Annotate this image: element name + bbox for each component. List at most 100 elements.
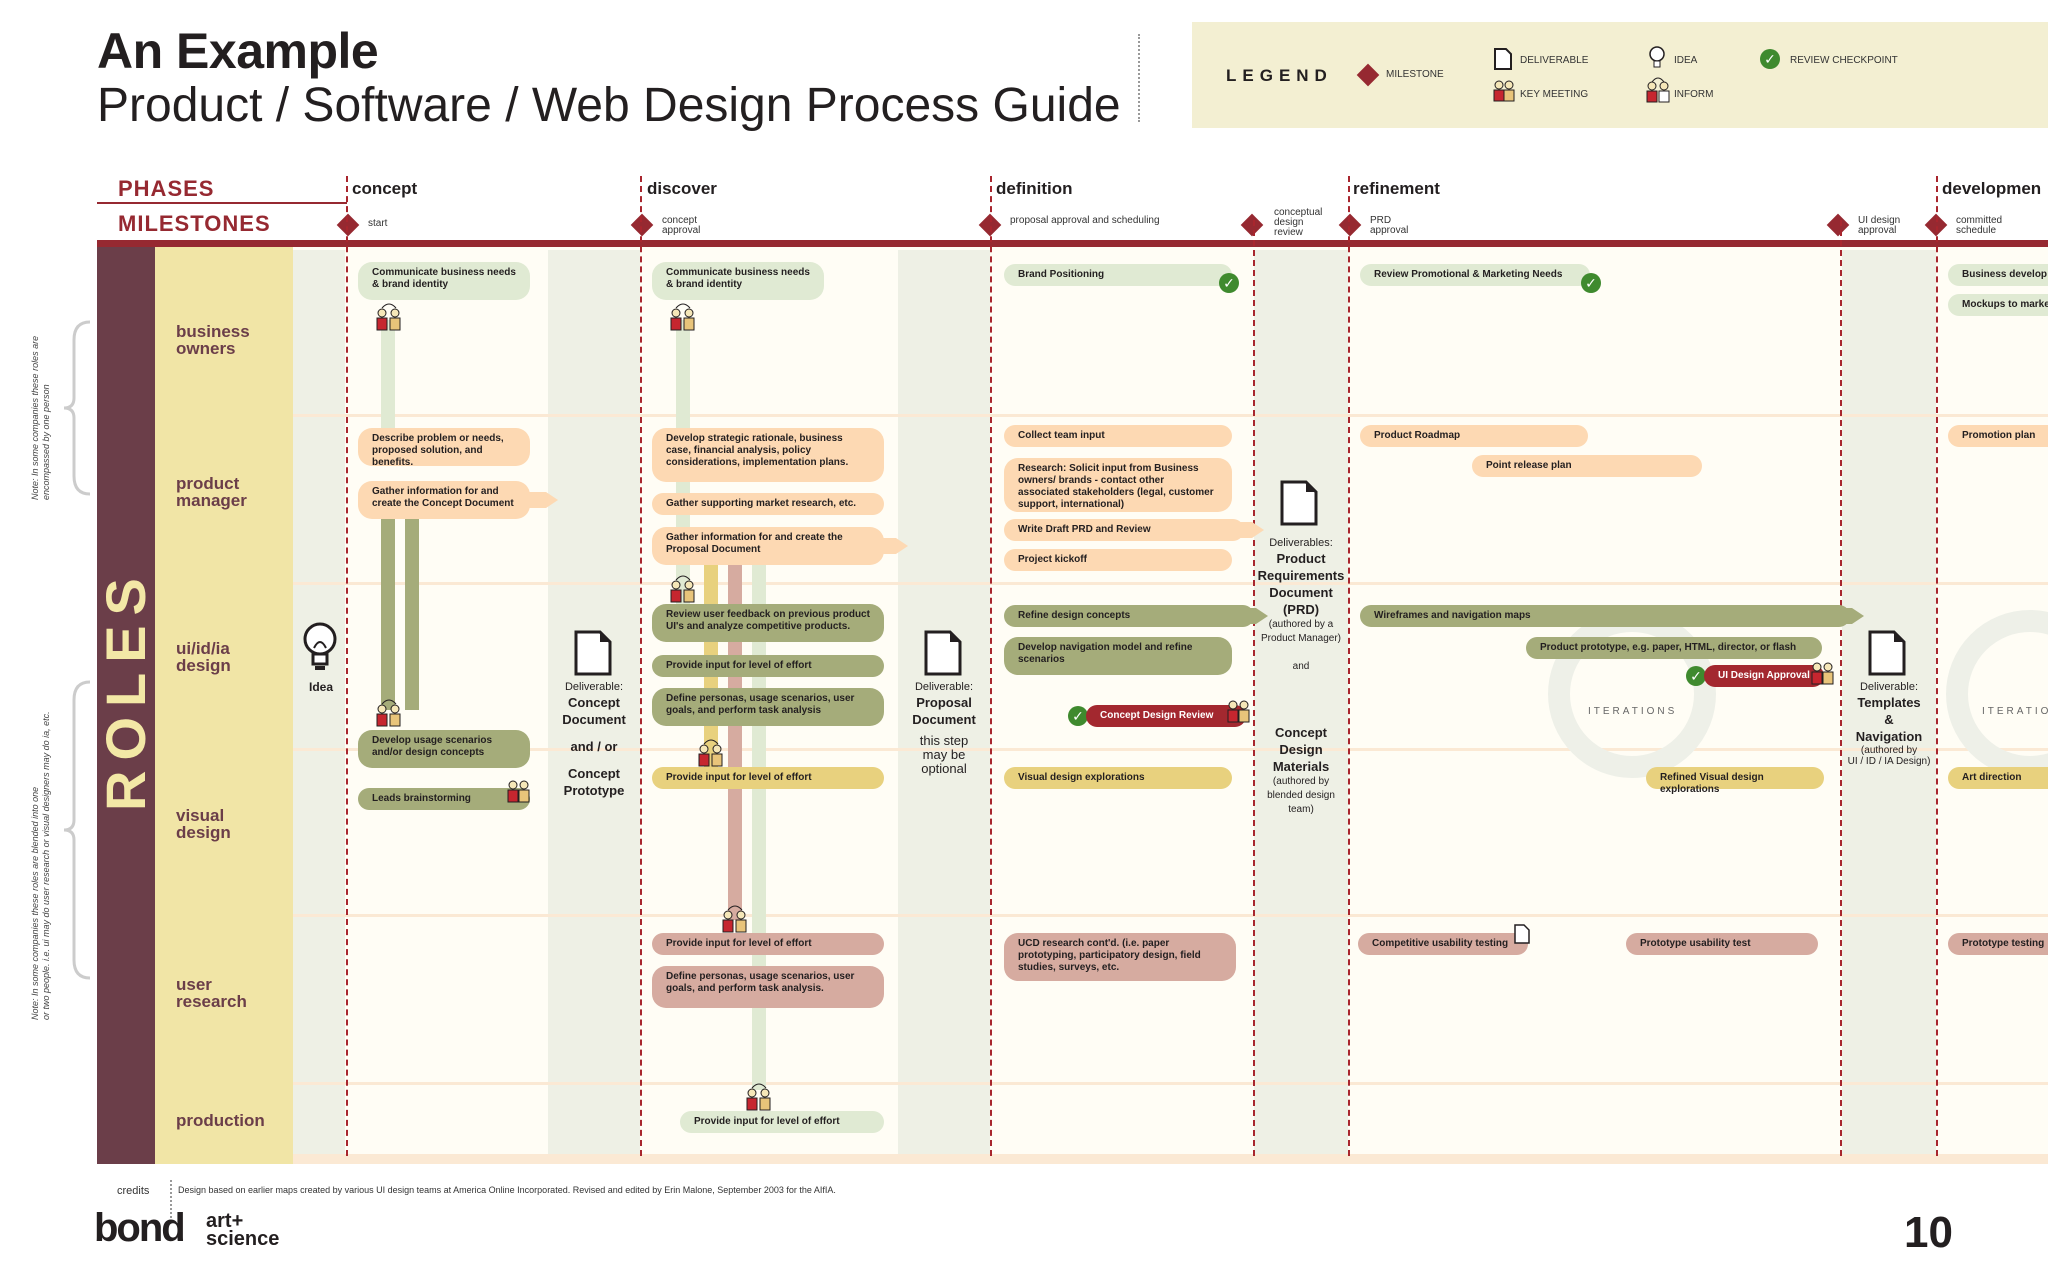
milestone-proposal: proposal approval and scheduling [1010,215,1160,226]
task-def-draft-prd: Write Draft PRD and Review [1004,519,1244,541]
brace-bottom [63,680,91,980]
task-ref-point-release: Point release plan [1472,455,1702,477]
task-ref-prototype-test: Prototype usability test [1626,933,1818,955]
milestone-prd-approval-icon [1338,213,1362,237]
review-checkpoint-legend-icon: ✓ [1760,49,1780,69]
milestone-bar [97,240,2048,247]
task-def-visual-explorations: Visual design explorations [1004,767,1232,789]
iterations-label-dev: ITERATIO [1982,706,2048,717]
deliverable-legend-icon [1494,48,1512,70]
lane-divider [155,1082,2048,1085]
task-ref-wireframes: Wireframes and navigation maps [1360,605,1850,627]
idea-lightbulb-icon [303,622,337,670]
arrow-icon [1238,522,1264,538]
task-dev-prototype-testing: Prototype testing [1948,933,2048,955]
phase-divider-definition [990,176,992,1156]
task-def-research: Research: Solicit input from Business ow… [1004,458,1232,512]
bottom-band [97,1154,2048,1164]
flow-bar [405,500,419,710]
inform-icon [670,575,695,603]
task-concept-business-needs: Communicate business needs & brand ident… [358,262,530,300]
phase-divider-refinement [1348,176,1350,1156]
task-concept-brainstorming: Leads brainstorming [358,788,530,810]
task-discover-proposal-doc: Gather information for and create the Pr… [652,527,884,565]
footer-divider [170,1180,172,1218]
roles-column [97,247,155,1164]
prd-document-icon [1280,480,1318,526]
phase-definition: definition [996,179,1073,198]
task-def-team-input: Collect team input [1004,425,1232,447]
concept-document-icon [574,630,612,676]
phase-divider-discover [640,176,642,1156]
task-discover-prod-effort: Provide input for level of effort [680,1111,884,1133]
page-number: 10 [1904,1208,1953,1257]
task-def-concept-design-review: Concept Design Review [1086,705,1246,727]
task-concept-usage-scenarios: Develop usage scenarios and/or design co… [358,730,530,768]
lane-divider [155,748,2048,751]
prd-deliverable-column [1254,250,1348,1154]
phase-divider-development [1936,176,1938,1156]
task-discover-market-research: Gather supporting market research, etc. [652,493,884,515]
review-checkpoint-icon: ✓ [1581,273,1601,293]
task-dev-mockups: Mockups to marke [1948,294,2048,316]
prd-deliverable: Deliverables: Product Requirements Docum… [1257,537,1345,815]
legend-milestone: MILESTONE [1386,69,1444,80]
idea-label: Idea [308,680,333,694]
phases-label: PHASES [118,176,215,201]
phase-development: developmen [1942,179,2042,198]
phase-discover: discover [647,179,717,198]
task-discover-vd-effort: Provide input for level of effort [652,767,884,789]
task-ref-refined-visual: Refined Visual design explorations [1646,767,1824,795]
task-dev-business-develop: Business develop [1948,264,2048,286]
task-def-brand-positioning: Brand Positioning [1004,264,1232,286]
art-science-logo: art+science [206,1210,280,1250]
task-discover-personas-ur: Define personas, usage scenarios, user g… [652,966,884,1008]
task-ref-promo-needs: Review Promotional & Marketing Needs [1360,264,1590,286]
task-ref-competitive-testing: Competitive usability testing [1358,933,1528,955]
lane-divider [155,414,2048,417]
legend-inform: INFORM [1674,89,1714,100]
milestone-start: start [368,218,388,229]
task-def-ucd-research: UCD research cont'd. (i.e. paper prototy… [1004,933,1236,981]
task-discover-business-needs: Communicate business needs & brand ident… [652,262,824,300]
lane-divider [155,582,2048,585]
flow-bar [381,320,395,440]
phases-underline [97,202,347,204]
key-meeting-icon [1811,662,1834,685]
templates-deliverable: Deliverable: Templates & Navigation (aut… [1847,681,1931,767]
phase-concept: concept [352,179,418,198]
proposal-deliverable-column [898,250,990,1154]
task-discover-ur-effort: Provide input for level of effort [652,933,884,955]
side-note-bottom: Note: In some companies these roles are … [30,711,51,1020]
task-dev-promotion-plan: Promotion plan [1948,425,2048,447]
task-discover-review-feedback: Review user feedback on previous product… [652,604,884,642]
task-dev-art-direction: Art direction [1948,767,2048,789]
flow-bar [381,500,395,710]
legend-title: LEGEND [1226,66,1333,85]
milestone-conceptual-review-icon [1240,213,1264,237]
review-checkpoint-icon: ✓ [1686,666,1706,686]
arrow-icon [1248,608,1268,624]
flow-bar [728,560,742,920]
inform-icon [698,739,723,767]
lane-divider [155,914,2048,917]
task-concept-gather-info: Gather information for and create the Co… [358,481,530,519]
page-subtitle: Product / Software / Web Design Process … [97,79,1121,132]
milestone-start-icon [336,213,360,237]
templates-deliverable-column [1842,250,1936,1154]
inform-icon [670,303,695,331]
task-discover-ui-effort: Provide input for level of effort [652,655,884,677]
inform-icon [376,303,401,331]
milestone-concept-approval-icon [630,213,654,237]
credits-text: Design based on earlier maps created by … [178,1185,836,1195]
idea-legend-icon [1649,46,1665,68]
inform-icon [376,699,401,727]
key-meeting-legend-icon [1493,80,1515,102]
legend-idea: IDEA [1674,55,1698,66]
phase-divider-review [1253,220,1255,1156]
milestone-ui-design-approval-icon [1826,213,1850,237]
